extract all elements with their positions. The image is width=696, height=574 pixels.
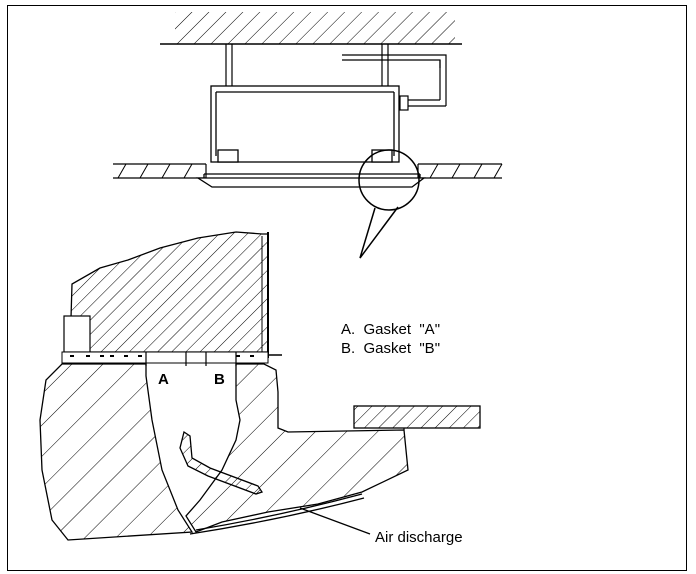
unit-section-detail <box>63 231 282 358</box>
legend-gasket-a: A. Gasket "A" <box>341 321 441 338</box>
detail-callout <box>358 149 420 259</box>
indoor-unit-body <box>210 85 400 163</box>
ceiling-slab <box>160 12 462 45</box>
marker-gasket-b: B <box>214 371 225 388</box>
legend-gasket-b: B. Gasket "B" <box>341 340 441 357</box>
marker-gasket-a: A <box>158 371 169 388</box>
air-louver <box>179 430 264 495</box>
decoration-panel <box>195 173 426 188</box>
panel-section-right <box>185 363 409 533</box>
ceiling-board <box>113 163 502 179</box>
air-discharge-label: Air discharge <box>375 529 463 546</box>
panel-section-left <box>39 363 194 541</box>
gasket-strip <box>61 351 269 366</box>
diagram-frame <box>7 5 687 571</box>
drain-pipe <box>342 54 447 111</box>
air-discharge-outlet <box>189 493 371 535</box>
ceiling-board-detail <box>353 405 481 430</box>
ceiling-board-hatch <box>117 163 503 179</box>
